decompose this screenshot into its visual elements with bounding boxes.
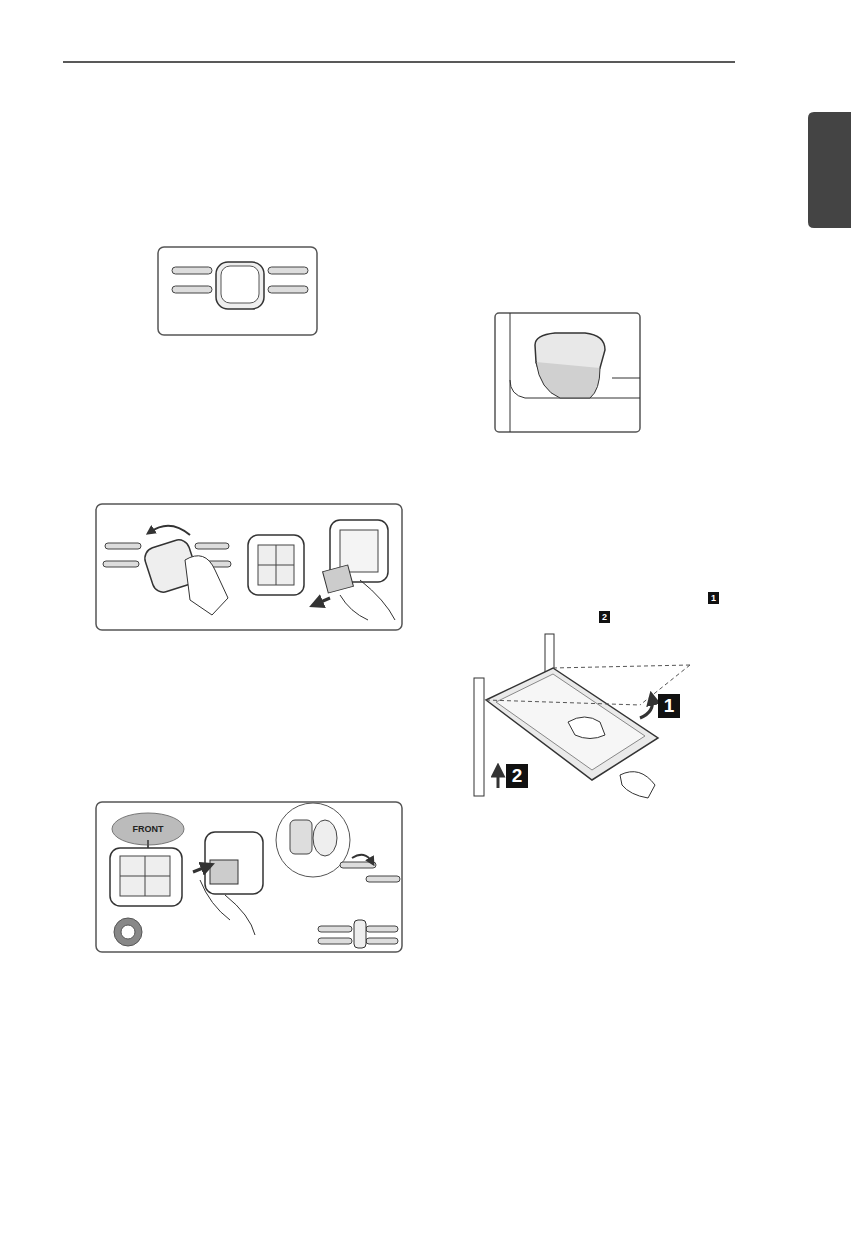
filter-cover-figure bbox=[158, 247, 317, 335]
shelf-figure bbox=[474, 634, 690, 798]
side-tab bbox=[808, 112, 851, 228]
callout-number: 1 bbox=[658, 694, 680, 718]
front-mark: FRONT bbox=[118, 821, 178, 837]
inline-callout: 2 bbox=[599, 611, 610, 623]
filter-removal-figure bbox=[96, 504, 402, 630]
header-rule bbox=[63, 61, 735, 63]
inline-callout: 1 bbox=[708, 592, 719, 604]
fixture-figure bbox=[495, 313, 640, 432]
filter-replace-figure bbox=[96, 802, 402, 952]
callout-number: 2 bbox=[506, 764, 528, 788]
